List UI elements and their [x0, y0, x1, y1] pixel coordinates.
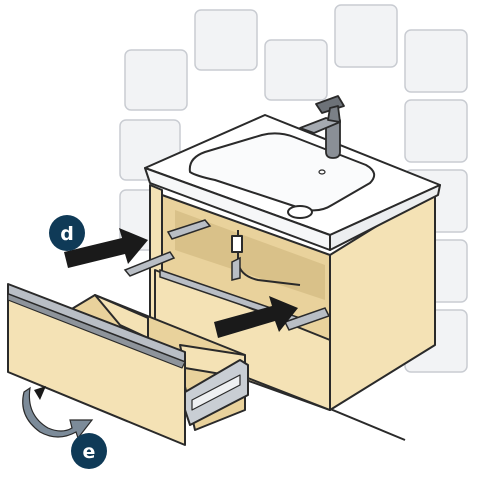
- rotate-arrow-tip: [34, 386, 46, 400]
- arrow-right-icon: [64, 228, 148, 268]
- faucet-body: [325, 119, 341, 159]
- tile: [124, 49, 188, 111]
- cabinet-body: [149, 184, 436, 411]
- step-badge-d: d: [49, 215, 85, 251]
- cavity-shadow: [175, 210, 325, 300]
- overflow-hole: [318, 169, 326, 175]
- upper-left-runner: [166, 219, 212, 240]
- removed-drawer: [7, 283, 249, 446]
- upper-left-runner-clip: [123, 251, 176, 277]
- step-label-e: e: [83, 441, 96, 463]
- badge-circle: [71, 433, 107, 469]
- faucet: [299, 95, 345, 159]
- lower-right-runner: [283, 307, 331, 331]
- step-label-d: d: [60, 223, 74, 245]
- tile: [404, 29, 468, 93]
- tile: [334, 4, 398, 68]
- tile: [404, 99, 468, 163]
- arrow-right-icon: [214, 296, 298, 338]
- badge-circle: [49, 215, 85, 251]
- step-badge-e: e: [71, 433, 107, 469]
- drawer-handle-lip: [7, 293, 186, 369]
- push-arrows: [64, 228, 298, 338]
- drawer-metal-slot: [191, 374, 241, 411]
- rotate-arrow-shape: [22, 386, 94, 440]
- runner-bracket: [231, 256, 241, 281]
- curved-arrow-icon: [22, 386, 94, 440]
- tile: [194, 9, 258, 71]
- faucet-lever: [315, 95, 345, 114]
- faucet-neck: [327, 105, 341, 123]
- basin-side-edge: [329, 184, 441, 251]
- pipe-clamp: [231, 235, 243, 253]
- tile: [264, 39, 328, 101]
- drain-hole: [287, 205, 313, 219]
